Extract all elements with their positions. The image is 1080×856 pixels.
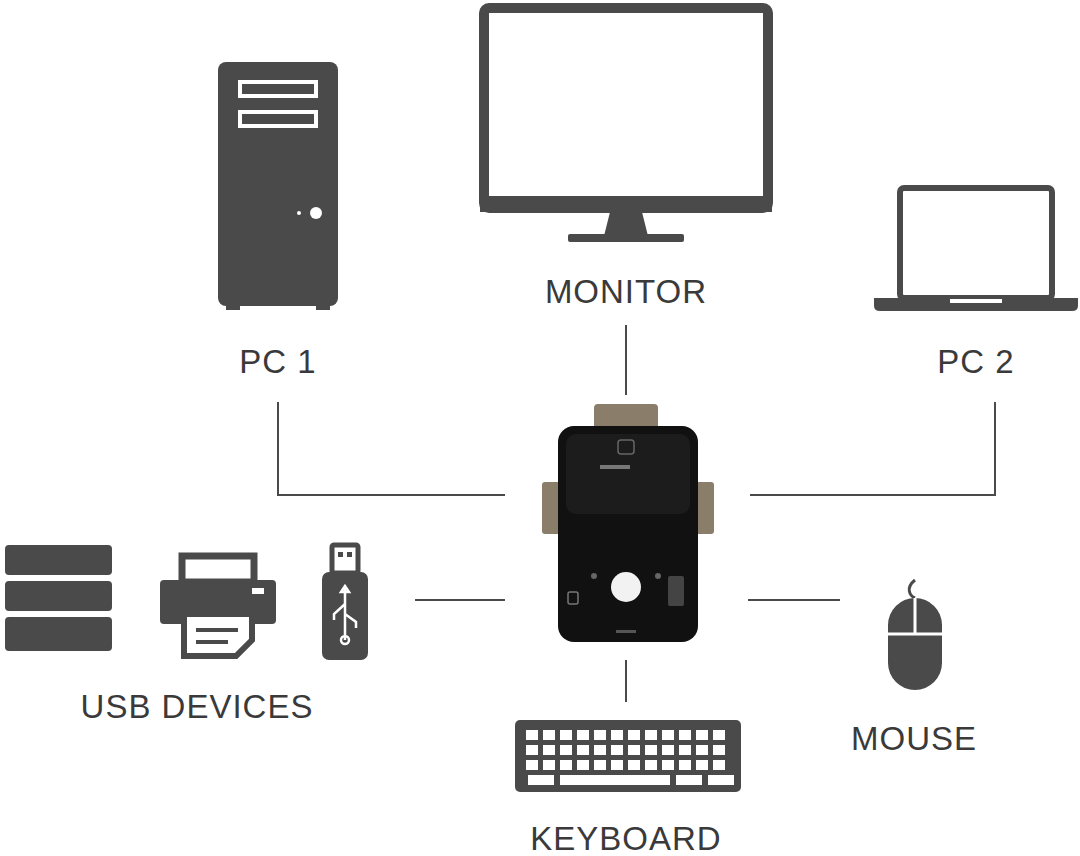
device-label: MOUSE (851, 722, 977, 755)
usb-device-icons (5, 545, 368, 660)
drive-slot (242, 84, 314, 94)
mouse-cable (909, 580, 915, 598)
keyboard-key (528, 775, 554, 785)
keyboard-key (676, 775, 702, 785)
monitor-icon (480, 8, 772, 242)
space-bar (560, 775, 670, 785)
power-button (310, 207, 322, 219)
kvm-led (618, 440, 634, 454)
wire-line (415, 599, 505, 601)
kvm-logo (600, 465, 630, 469)
status-led (655, 573, 661, 579)
wire-line (625, 325, 627, 395)
tower-foot (226, 304, 240, 310)
wire-line (750, 402, 995, 495)
drive-slot (242, 114, 314, 124)
power-led (297, 211, 301, 215)
usb-plug (332, 545, 358, 573)
status-led (591, 573, 597, 579)
tower-icon (218, 62, 338, 310)
keyboard-key (708, 775, 734, 785)
device-label: USB DEVICES (81, 690, 314, 723)
device-label: MONITOR (545, 275, 707, 308)
laptop-icon (874, 188, 1078, 311)
kvm-switch (542, 404, 714, 642)
printer-paper (184, 614, 252, 656)
laptop-notch (950, 299, 1002, 303)
wire-lines (278, 325, 995, 702)
monitor-base (568, 234, 684, 242)
printer-light (252, 588, 264, 594)
kvm-body (558, 426, 698, 642)
paper-line (196, 628, 238, 632)
switch-button (611, 572, 641, 602)
tower-case (218, 62, 338, 306)
wire-line (278, 402, 505, 495)
usb-port (568, 592, 578, 604)
monitor-screen (484, 8, 768, 208)
printer-tray (182, 556, 254, 582)
plug-hole (338, 552, 343, 557)
wire-line (625, 660, 627, 702)
keyboard-keys (524, 728, 728, 773)
keyboard-body (515, 720, 741, 792)
mouse-icon (888, 580, 942, 690)
drive-bay (238, 80, 318, 98)
keyboard-icon (515, 720, 741, 792)
server-unit (5, 545, 112, 575)
device-label: PC 2 (937, 345, 1014, 378)
usb-stick (322, 572, 368, 660)
server-unit (5, 617, 112, 651)
usb-port (668, 576, 684, 606)
tower-foot (316, 304, 330, 310)
usb-symbol (334, 586, 356, 644)
kvm-gloss (566, 434, 690, 514)
monitor-bezel (480, 196, 772, 212)
laptop-base (874, 298, 1078, 311)
device-label: PC 1 (239, 345, 316, 378)
monitor-neck (604, 212, 648, 236)
mouse-body (888, 598, 942, 690)
wire-line (748, 599, 840, 601)
drive-bay (238, 110, 318, 128)
server-unit (5, 581, 112, 611)
paper-line (196, 640, 228, 644)
plug-hole (347, 552, 352, 557)
device-label: KEYBOARD (530, 822, 721, 855)
kvm-mark (616, 630, 636, 633)
mouse-split (914, 598, 917, 634)
laptop-screen (900, 188, 1052, 298)
